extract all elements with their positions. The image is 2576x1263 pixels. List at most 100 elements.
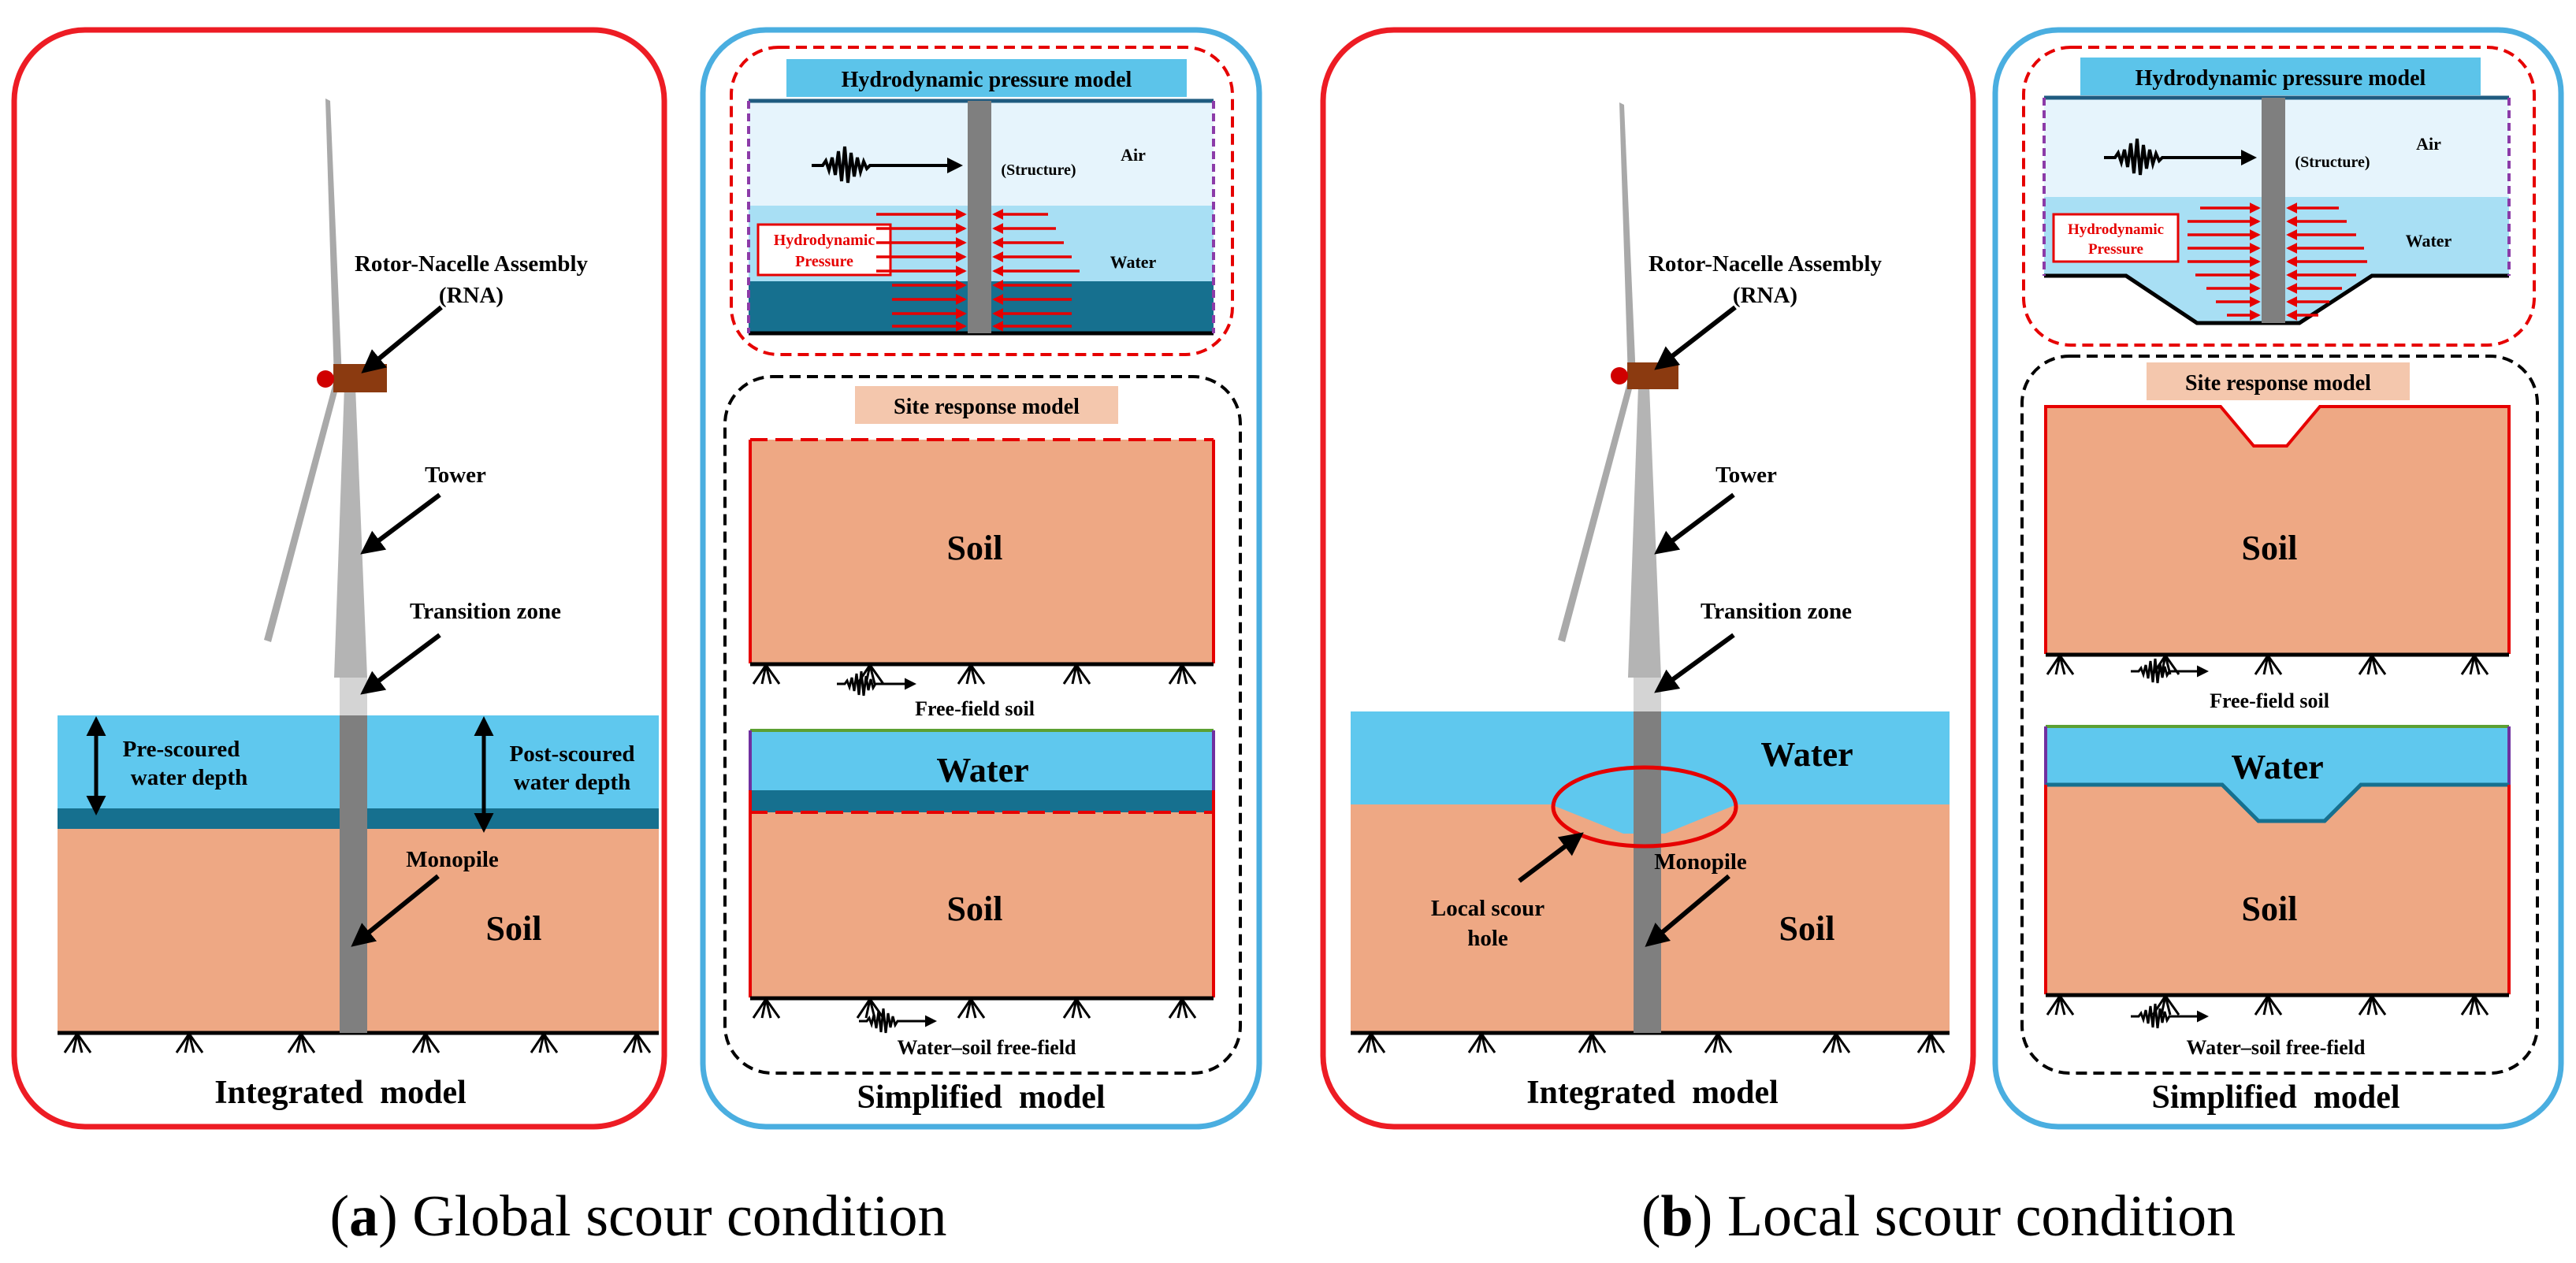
panel-b-ws-interface [2046, 782, 2509, 823]
panel-b-hydro-title: Hydrodynamic pressure model [2136, 66, 2426, 91]
panel-a-integrated-title: Integrated model [214, 1075, 467, 1111]
fixed-support-icon [2460, 654, 2489, 676]
panel-a-soil-label: Soil [486, 909, 542, 948]
panel-b-ws-soil-label: Soil [2242, 890, 2298, 928]
panel-b-scour-label-2: hole [1467, 926, 1508, 951]
fixed-support-icon [411, 1032, 440, 1054]
panel-a-ws-seabed [750, 790, 1214, 812]
panel-a-rna-label: Rotor-Nacelle Assembly [355, 251, 589, 277]
panel-b-hp-label-2: Pressure [2088, 241, 2143, 258]
fixed-support-icon [2254, 994, 2283, 1016]
panel-a-ws-soil-label: Soil [947, 890, 1003, 928]
panel-b-transition-zone [1634, 678, 1661, 711]
panel-b-hydro-bottom-edge [2044, 273, 2509, 325]
panel-a-hydro-title-bg [786, 59, 1187, 97]
panel-a-site-soil-column [750, 440, 1214, 663]
panel-a-pressure-arrows [876, 209, 1080, 332]
fixed-support-icon [2460, 994, 2489, 1016]
panel-a-ws-freefield-label: Water–soil free-field [898, 1036, 1076, 1059]
panel-b-transition-label: Transition zone [1701, 599, 1852, 624]
fixed-support-icon [2046, 654, 2075, 676]
panel-a-hydro-structure [968, 101, 991, 333]
panel-b-water-small-label: Water [2406, 231, 2452, 251]
seismic-wave-icon [2129, 657, 2188, 685]
panel-a-hp-box [756, 223, 892, 277]
panel-a-ws-soil [750, 812, 1214, 997]
fixed-support-icon [623, 1032, 652, 1054]
panel-b-site-soil-outline [2044, 405, 2511, 654]
panel-b-tower-label: Tower [1715, 462, 1777, 488]
panel-a-tower [334, 386, 367, 678]
fixed-support-icon [63, 1032, 92, 1054]
panel-b: Rotor-Nacelle Assembly (RNA) Tower Trans… [1320, 27, 2564, 1249]
panel-b-air-label: Air [2416, 134, 2441, 154]
fixed-support-icon [1822, 1032, 1851, 1054]
panel-b-blade-down [1558, 380, 1633, 642]
panel-b-caption: (b) Local scour condition [1641, 1184, 2236, 1249]
panel-a-transition-label: Transition zone [410, 599, 561, 624]
panel-b-nacelle [1627, 362, 1678, 389]
panel-a-site-soil-label: Soil [947, 529, 1003, 567]
panel-b-freefield-label: Free-field soil [2210, 689, 2329, 712]
fixed-support-icon [1916, 1032, 1946, 1054]
panel-a-tower-arrow [360, 492, 441, 555]
panel-a: Rotor-Nacelle Assembly (RNA) Tower Trans… [11, 27, 1262, 1249]
fixed-support-icon [2358, 654, 2387, 676]
panel-a-monopile-label: Monopile [406, 847, 499, 872]
fixed-support-icon [957, 663, 986, 685]
panel-b-rna-label-abbr: (RNA) [1733, 283, 1797, 308]
panel-a-hydro-box [730, 46, 1234, 356]
panel-b-hydro-structure [2262, 98, 2285, 323]
panel-a-air-label: Air [1121, 145, 1146, 165]
panel-b-structure-label: (Structure) [2295, 154, 2370, 171]
panel-b-tower-arrow [1654, 492, 1735, 555]
panel-b-monopile-label: Monopile [1654, 849, 1747, 875]
panel-b-soil-label: Soil [1779, 909, 1835, 948]
panel-a-caption-letter: a [349, 1184, 378, 1249]
panel-a-caption: (a) Global scour condition [329, 1184, 946, 1249]
panel-a-water-small-label: Water [1110, 252, 1157, 272]
fixed-support-icon [1062, 997, 1091, 1020]
fixed-support-icon [752, 663, 781, 685]
fixed-support-icon [957, 997, 986, 1020]
panel-b-simplified-frame [1992, 27, 2564, 1130]
panel-b-hp-box [2052, 213, 2180, 263]
fixed-support-icon [1168, 997, 1197, 1020]
panel-a-hp-label: Hydrodynamic [774, 232, 875, 249]
panel-a-freefield-label: Free-field soil [915, 697, 1035, 720]
panel-a-transition-arrow [360, 633, 441, 695]
fixed-support-icon [1467, 1032, 1496, 1054]
panel-b-rna-label: Rotor-Nacelle Assembly [1649, 251, 1883, 277]
panel-b-monopile-arrow [1645, 874, 1730, 947]
panel-a-monopile [340, 715, 367, 1033]
fixed-support-icon [1062, 663, 1091, 685]
panel-a-pre-scour-label-2: water depth [131, 765, 247, 790]
panel-a-rna-arrow [361, 305, 443, 373]
panel-b-integrated-frame [1320, 27, 1976, 1130]
panel-a-site-title: Site response model [894, 395, 1080, 419]
panel-a-ws-water [750, 730, 1214, 790]
fixed-support-icon [1704, 1032, 1733, 1054]
panel-a-site-box [723, 375, 1242, 1075]
panel-b-site-box [2020, 355, 2539, 1075]
panel-a-rna-label-abbr: (RNA) [439, 283, 504, 308]
panel-b-ws-soil [2046, 785, 2509, 994]
panel-a-blade-up [325, 98, 342, 380]
fixed-support-icon [2254, 654, 2283, 676]
panel-b-scour-label: Local scour [1431, 896, 1544, 921]
panel-a-monopile-arrow [351, 874, 440, 947]
panel-b-integrated-title: Integrated model [1526, 1075, 1779, 1111]
panel-b-site-title: Site response model [2185, 371, 2371, 396]
panel-a-site-title-bg [855, 386, 1118, 424]
panel-b-site-soil-label: Soil [2242, 529, 2298, 567]
panel-b-scour-ellipse [1551, 765, 1738, 849]
panel-a-hub [317, 370, 334, 388]
panel-b-caption-text: ) Local scour condition [1693, 1184, 2236, 1249]
panel-b-blade-up [1619, 102, 1636, 380]
panel-b-simplified-title: Simplified model [2151, 1079, 2399, 1116]
panel-a-tower-label: Tower [425, 462, 486, 488]
panel-a-pre-scour-label: Pre-scoured [123, 737, 240, 762]
panel-b-water-label: Water [1760, 735, 1853, 774]
panel-b-hp-label: Hydrodynamic [2068, 221, 2164, 238]
panel-b-ws-water [2046, 726, 2509, 821]
